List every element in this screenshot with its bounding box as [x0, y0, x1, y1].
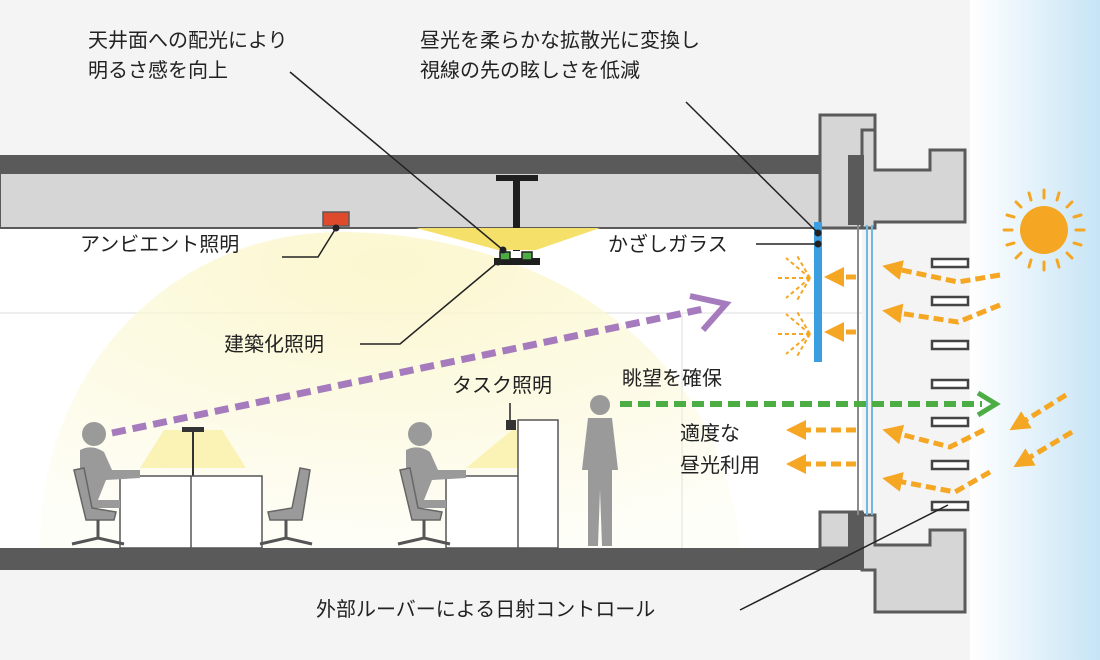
kazashi-glass-panel — [814, 222, 822, 362]
chair-icon — [71, 467, 125, 546]
chair-icon — [259, 467, 313, 546]
label-daylight-2: 視線の先の眩しさを低減 — [420, 58, 640, 82]
person-icon — [406, 422, 466, 508]
label-task-lighting: タスク照明 — [452, 373, 552, 397]
label-view: 眺望を確保 — [622, 366, 722, 390]
architectural-fixture-top — [496, 175, 538, 181]
ceiling-slab — [0, 155, 862, 173]
task-lamp-head — [506, 420, 516, 430]
label-louver: 外部ルーバーによる日射コントロール — [316, 597, 655, 621]
chair-icon — [397, 467, 451, 546]
leader-lines — [282, 71, 949, 611]
label-daylight-1: 昼光を柔らかな拡散光に変換し — [420, 28, 700, 52]
architectural-fixture-base — [494, 258, 540, 265]
desk-icon — [445, 475, 521, 549]
sky-area — [970, 0, 1100, 660]
label-kazashi-glass: かざしガラス — [608, 232, 728, 256]
sightline-arrow — [111, 304, 709, 437]
lower-column — [848, 512, 864, 570]
view-arrowhead — [976, 390, 1001, 418]
label-architectural-lighting: 建築化照明 — [224, 332, 324, 356]
lower-eave — [860, 513, 967, 614]
label-ceiling-light-2: 明るさ感を向上 — [88, 58, 228, 82]
person-icon — [80, 422, 140, 508]
workstation-left — [71, 422, 313, 549]
task-light-cone — [466, 430, 526, 468]
label-ambient-lighting: アンビエント照明 — [80, 232, 239, 256]
upper-eave — [860, 128, 967, 230]
ambient-light-glow — [40, 232, 740, 548]
ceiling-beam — [0, 172, 863, 229]
label-daylight-use-2: 昼光利用 — [680, 453, 760, 477]
sightline-arrowhead — [689, 293, 732, 332]
floor-slab — [0, 548, 862, 570]
person-icon — [582, 395, 618, 546]
task-lamp-head — [182, 427, 204, 432]
external-louvers — [930, 257, 970, 512]
ambient-light-fixture — [322, 211, 350, 227]
desk-partition — [517, 419, 559, 549]
upper-column — [848, 155, 864, 225]
architectural-fixture-stem — [513, 181, 520, 251]
architectural-light-cone — [416, 228, 600, 250]
architectural-fixture-led — [499, 251, 511, 261]
sunlight-arrows — [882, 260, 1074, 495]
diffused-light-fans — [776, 253, 811, 359]
architectural-fixture-led-2 — [521, 251, 533, 261]
indoor-daylight-arrows — [786, 267, 856, 474]
label-daylight-use-1: 適度な — [680, 421, 740, 445]
label-ceiling-light-1: 天井面への配光により — [88, 28, 288, 52]
workstation-right — [397, 419, 559, 549]
sun-icon — [1002, 188, 1086, 272]
